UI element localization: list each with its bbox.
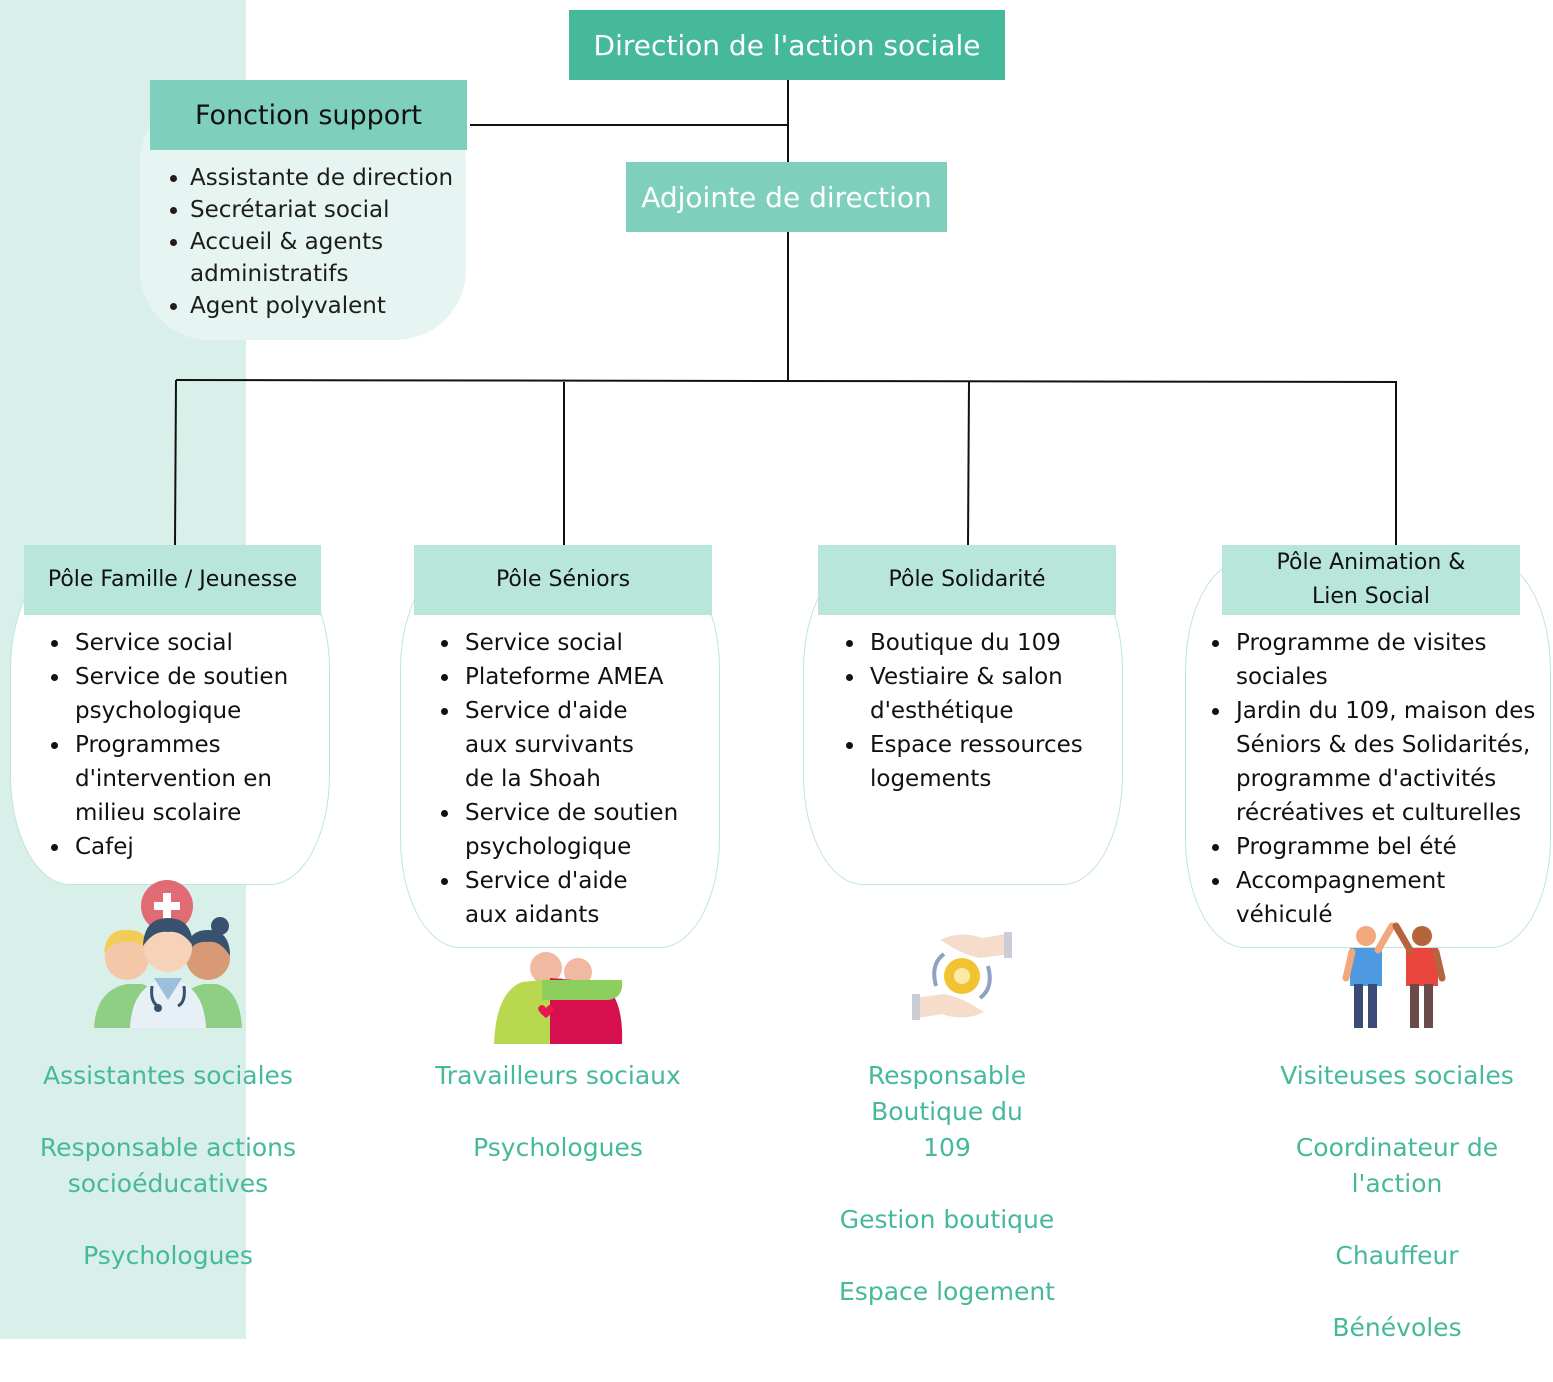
support-item: Secrétariat social: [190, 194, 453, 226]
support-title: Fonction support: [194, 99, 422, 131]
pole-list-solidarite: Boutique du 109 Vestiaire & salon d'esth…: [838, 626, 1121, 796]
pole-panel-animation: [1185, 560, 1551, 948]
pole-list-seniors: Service social Plateforme AMEA Service d…: [433, 626, 716, 932]
support-box: Fonction support: [150, 80, 467, 150]
pole-item: Cafej: [71, 830, 311, 864]
pole-item: Service de soutien psychologique: [461, 796, 716, 864]
pole-item: Service d'aide aux survivants de la Shoa…: [461, 694, 665, 796]
role-label: Visiteuses sociales: [1280, 1061, 1514, 1090]
pole-item: Accompagnement véhiculé: [1232, 864, 1476, 932]
direction-title: Direction de l'action sociale: [593, 28, 981, 62]
roles-solidarite: Responsable Boutique du 109 Gestion bout…: [802, 1058, 1092, 1346]
pole-item: Programme bel été: [1232, 830, 1553, 864]
direction-box: Direction de l'action sociale: [569, 10, 1005, 80]
role-label: Travailleurs sociaux: [435, 1061, 681, 1090]
roles-famille: Assistantes sociales Responsable actions…: [18, 1058, 318, 1310]
support-item: Accueil & agents administratifs: [190, 226, 420, 290]
pole-item: Programmes d'intervention en milieu scol…: [71, 728, 311, 830]
pole-item: Service social: [461, 626, 716, 660]
support-item: Agent polyvalent: [190, 290, 453, 322]
pole-item: Jardin du 109, maison des Séniors & des …: [1232, 694, 1553, 830]
role-label: Chauffeur: [1335, 1241, 1459, 1270]
pole-item: Boutique du 109: [866, 626, 1121, 660]
pole-item: Vestiaire & salon d'esthétique: [866, 660, 1070, 728]
role-label: Responsable Boutique du 109: [867, 1061, 1027, 1162]
adjoint-title: Adjointe de direction: [641, 180, 932, 214]
pole-header-seniors: Pôle Séniors: [414, 545, 712, 615]
connector-lines: [174, 80, 1398, 546]
medical-team-icon: [94, 880, 242, 1028]
role-label: Psychologues: [473, 1133, 643, 1162]
role-label: Espace logement: [839, 1277, 1055, 1306]
pole-item: Service de soutien psychologique: [71, 660, 311, 728]
roles-animation: Visiteuses sociales Coordinateur de l'ac…: [1252, 1058, 1542, 1382]
pole-item: Espace ressources logements: [866, 728, 1095, 796]
role-label: Bénévoles: [1332, 1313, 1462, 1342]
connector-horizontal: [175, 379, 1398, 383]
pole-list-famille: Service social Service de soutien psycho…: [43, 626, 311, 864]
pole-item: Programme de visites sociales: [1232, 626, 1506, 694]
support-list: Assistante de direction Secrétariat soci…: [162, 162, 453, 322]
pole-item: Service d'aide aux aidants: [461, 864, 665, 932]
adjoint-box: Adjointe de direction: [626, 162, 947, 232]
roles-seniors: Travailleurs sociaux Psychologues: [408, 1058, 708, 1202]
role-label: Responsable actions socioéducatives: [39, 1133, 297, 1198]
pole-title: Pôle Séniors: [495, 567, 631, 592]
high-five-icon: [1342, 922, 1446, 1028]
pole-title: Pôle Famille / Jeunesse: [47, 567, 298, 592]
support-item: Assistante de direction: [190, 162, 453, 194]
pole-header-solidarite: Pôle Solidarité: [818, 545, 1116, 615]
pole-item: Plateforme AMEA: [461, 660, 716, 694]
role-label: Psychologues: [83, 1241, 253, 1270]
pole-title: Pôle Animation & Lien Social: [1276, 550, 1466, 609]
role-label: Coordinateur de l'action: [1295, 1133, 1499, 1198]
pole-item: Service social: [71, 626, 311, 660]
role-label: Assistantes sociales: [43, 1061, 293, 1090]
hugging-people-icon: [494, 952, 623, 1044]
pole-list-animation: Programme de visites sociales Jardin du …: [1204, 626, 1553, 932]
pole-panel-seniors: [400, 560, 720, 948]
helping-hands-gear-icon: [912, 932, 1012, 1020]
role-label: Gestion boutique: [839, 1205, 1055, 1234]
connector-pole-1: [174, 379, 177, 546]
pole-header-famille: Pôle Famille / Jeunesse: [24, 545, 321, 615]
pole-header-animation: Pôle Animation & Lien Social: [1222, 545, 1520, 615]
connector-pole-3: [967, 381, 970, 546]
pole-title: Pôle Solidarité: [888, 567, 1046, 592]
